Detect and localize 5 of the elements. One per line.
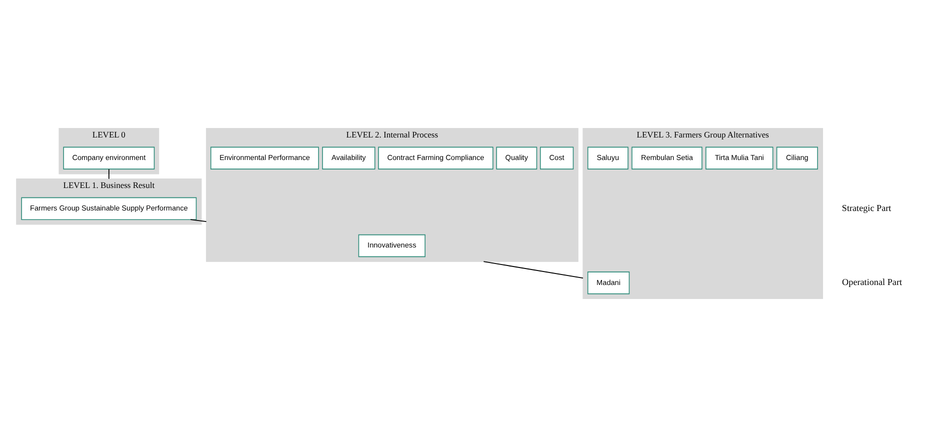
connector xyxy=(483,260,584,278)
label: Operational Part xyxy=(842,276,902,287)
label: Strategic Part xyxy=(842,202,892,212)
connector xyxy=(108,168,110,179)
connector xyxy=(190,218,207,222)
